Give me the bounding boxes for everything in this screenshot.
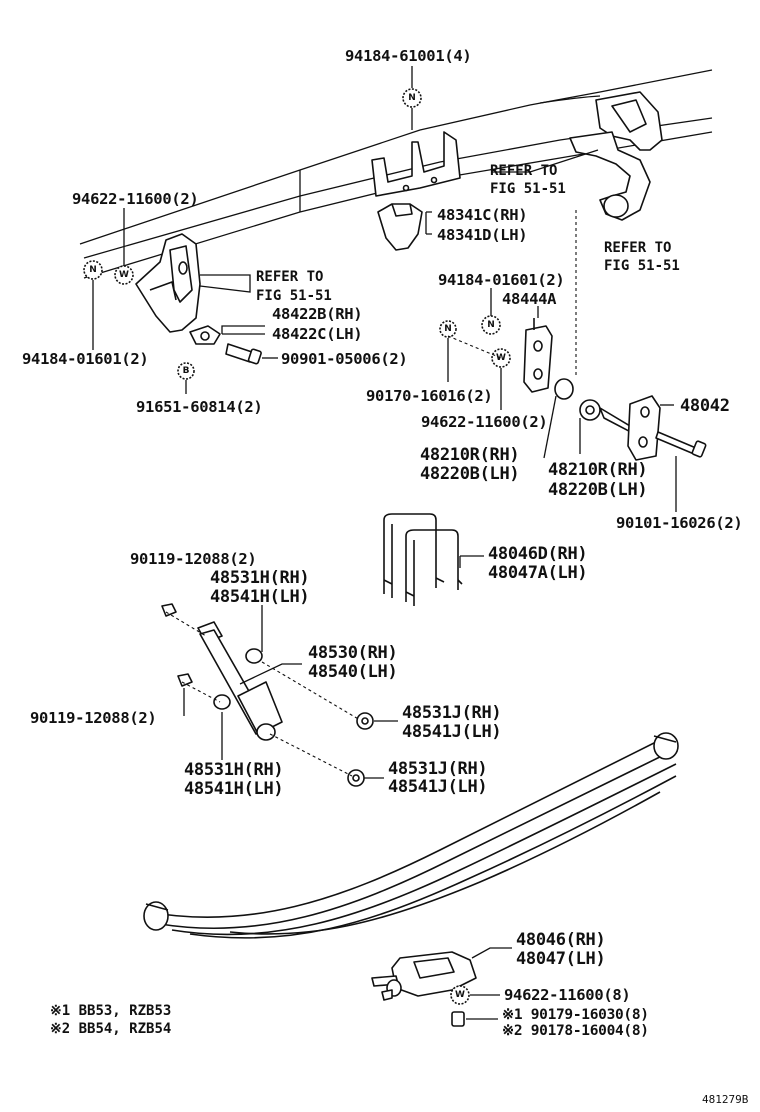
part-labels: 94184-61001(4) 94622-11600(2) REFER TO F… (22, 47, 749, 1106)
label-48422b: 48422B(RH) (272, 305, 362, 323)
diagram-code: 481279B (702, 1093, 749, 1106)
w-marker-left: W (114, 265, 134, 285)
symbol-markers: N N W B N N W W (83, 88, 511, 1027)
label-91651-60814: 91651-60814(2) (136, 398, 262, 416)
label-refer-right: REFER TO (604, 240, 671, 256)
label-94622-11600-mid: 94622-11600(2) (421, 413, 547, 431)
rear-spring-hanger (569, 91, 663, 221)
leader-lines (92, 66, 677, 1020)
svg-text:N: N (408, 93, 416, 103)
n-marker-top: N (402, 88, 422, 108)
label-94184-61001: 94184-61001(4) (345, 47, 471, 65)
label-48046: 48046(RH) (516, 930, 605, 950)
label-48220b-right: 48220B(LH) (548, 480, 647, 500)
label-90119-12088-left: 90119-12088(2) (30, 709, 156, 727)
label-48047: 48047(LH) (516, 949, 605, 969)
label-48541j-top: 48541J(LH) (402, 722, 501, 742)
label-90178-16004: ※2 90178-16004(8) (502, 1023, 649, 1039)
shackle-plate-48444a (523, 318, 553, 393)
n-marker-left: N (83, 260, 103, 280)
label-90179-16030: ※1 90179-16030(8) (502, 1007, 649, 1023)
label-refer-left-fig: FIG 51-51 (256, 288, 332, 304)
label-94622-11600-bottom: 94622-11600(8) (504, 986, 630, 1004)
label-48047a: 48047A(LH) (488, 563, 587, 583)
svg-text:N: N (487, 320, 495, 330)
front-spring-hanger (135, 233, 221, 345)
note-2: ※2 BB54, RZB54 (50, 1021, 171, 1037)
label-48422c: 48422C(LH) (272, 325, 362, 343)
label-90119-12088-top: 90119-12088(2) (130, 550, 256, 568)
u-bolts (383, 513, 463, 606)
label-48210r-left: 48210R(RH) (420, 445, 519, 465)
label-48341c: 48341C(RH) (437, 206, 527, 224)
label-94184-01601-mid: 94184-01601(2) (438, 271, 564, 289)
svg-text:W: W (119, 270, 129, 280)
shock-absorber (161, 603, 374, 787)
leaf-spring (143, 732, 679, 939)
label-refer-left: REFER TO (256, 269, 323, 285)
w-marker-mid: W (491, 348, 511, 368)
label-90170-16016: 90170-16016(2) (366, 387, 492, 405)
label-48541j-bottom: 48541J(LH) (388, 777, 487, 797)
nut-marker-bottom (451, 1011, 465, 1027)
label-48531j-top: 48531J(RH) (402, 703, 501, 723)
label-48531j-bottom: 48531J(RH) (388, 759, 487, 779)
spring-seat (371, 951, 477, 1001)
svg-text:W: W (455, 990, 465, 1000)
spring-bushings (554, 378, 601, 421)
label-48341d: 48341D(LH) (437, 226, 527, 244)
svg-text:W: W (496, 353, 506, 363)
label-48531h-top: 48531H(RH) (210, 568, 309, 588)
label-48530: 48530(RH) (308, 643, 397, 663)
label-48444a: 48444A (502, 290, 557, 308)
label-48046d: 48046D(RH) (488, 544, 587, 564)
label-48540: 48540(LH) (308, 662, 397, 682)
label-48210r-right: 48210R(RH) (548, 460, 647, 480)
n-marker-mid: N (481, 315, 501, 335)
svg-text:B: B (183, 366, 190, 376)
label-48541h-top: 48541H(LH) (210, 587, 309, 607)
label-refer-frame-fig: FIG 51-51 (490, 181, 566, 197)
label-94184-01601-left: 94184-01601(2) (22, 350, 148, 368)
w-marker-bottom: W (450, 985, 470, 1005)
label-94622-11600-left: 94622-11600(2) (72, 190, 198, 208)
note-1: ※1 BB53, RZB53 (50, 1003, 171, 1019)
svg-text:N: N (444, 324, 452, 334)
bolt-90901 (225, 343, 262, 365)
label-refer-frame: REFER TO (490, 163, 557, 179)
label-48531h-bottom: 48531H(RH) (184, 760, 283, 780)
label-90901-05006: 90901-05006(2) (281, 350, 407, 368)
svg-text:N: N (89, 265, 97, 275)
bump-stop-bracket (371, 131, 461, 251)
b-marker-left: B (177, 362, 195, 380)
nut-marker-mid: N (439, 320, 457, 338)
label-48541h-bottom: 48541H(LH) (184, 779, 283, 799)
label-48042: 48042 (680, 396, 730, 416)
label-90101-16026: 90101-16026(2) (616, 514, 742, 532)
label-refer-right-fig: FIG 51-51 (604, 258, 680, 274)
shackle-48042 (599, 395, 707, 461)
assembly-dashed-lines (165, 210, 577, 777)
label-48220b-left: 48220B(LH) (420, 464, 519, 484)
